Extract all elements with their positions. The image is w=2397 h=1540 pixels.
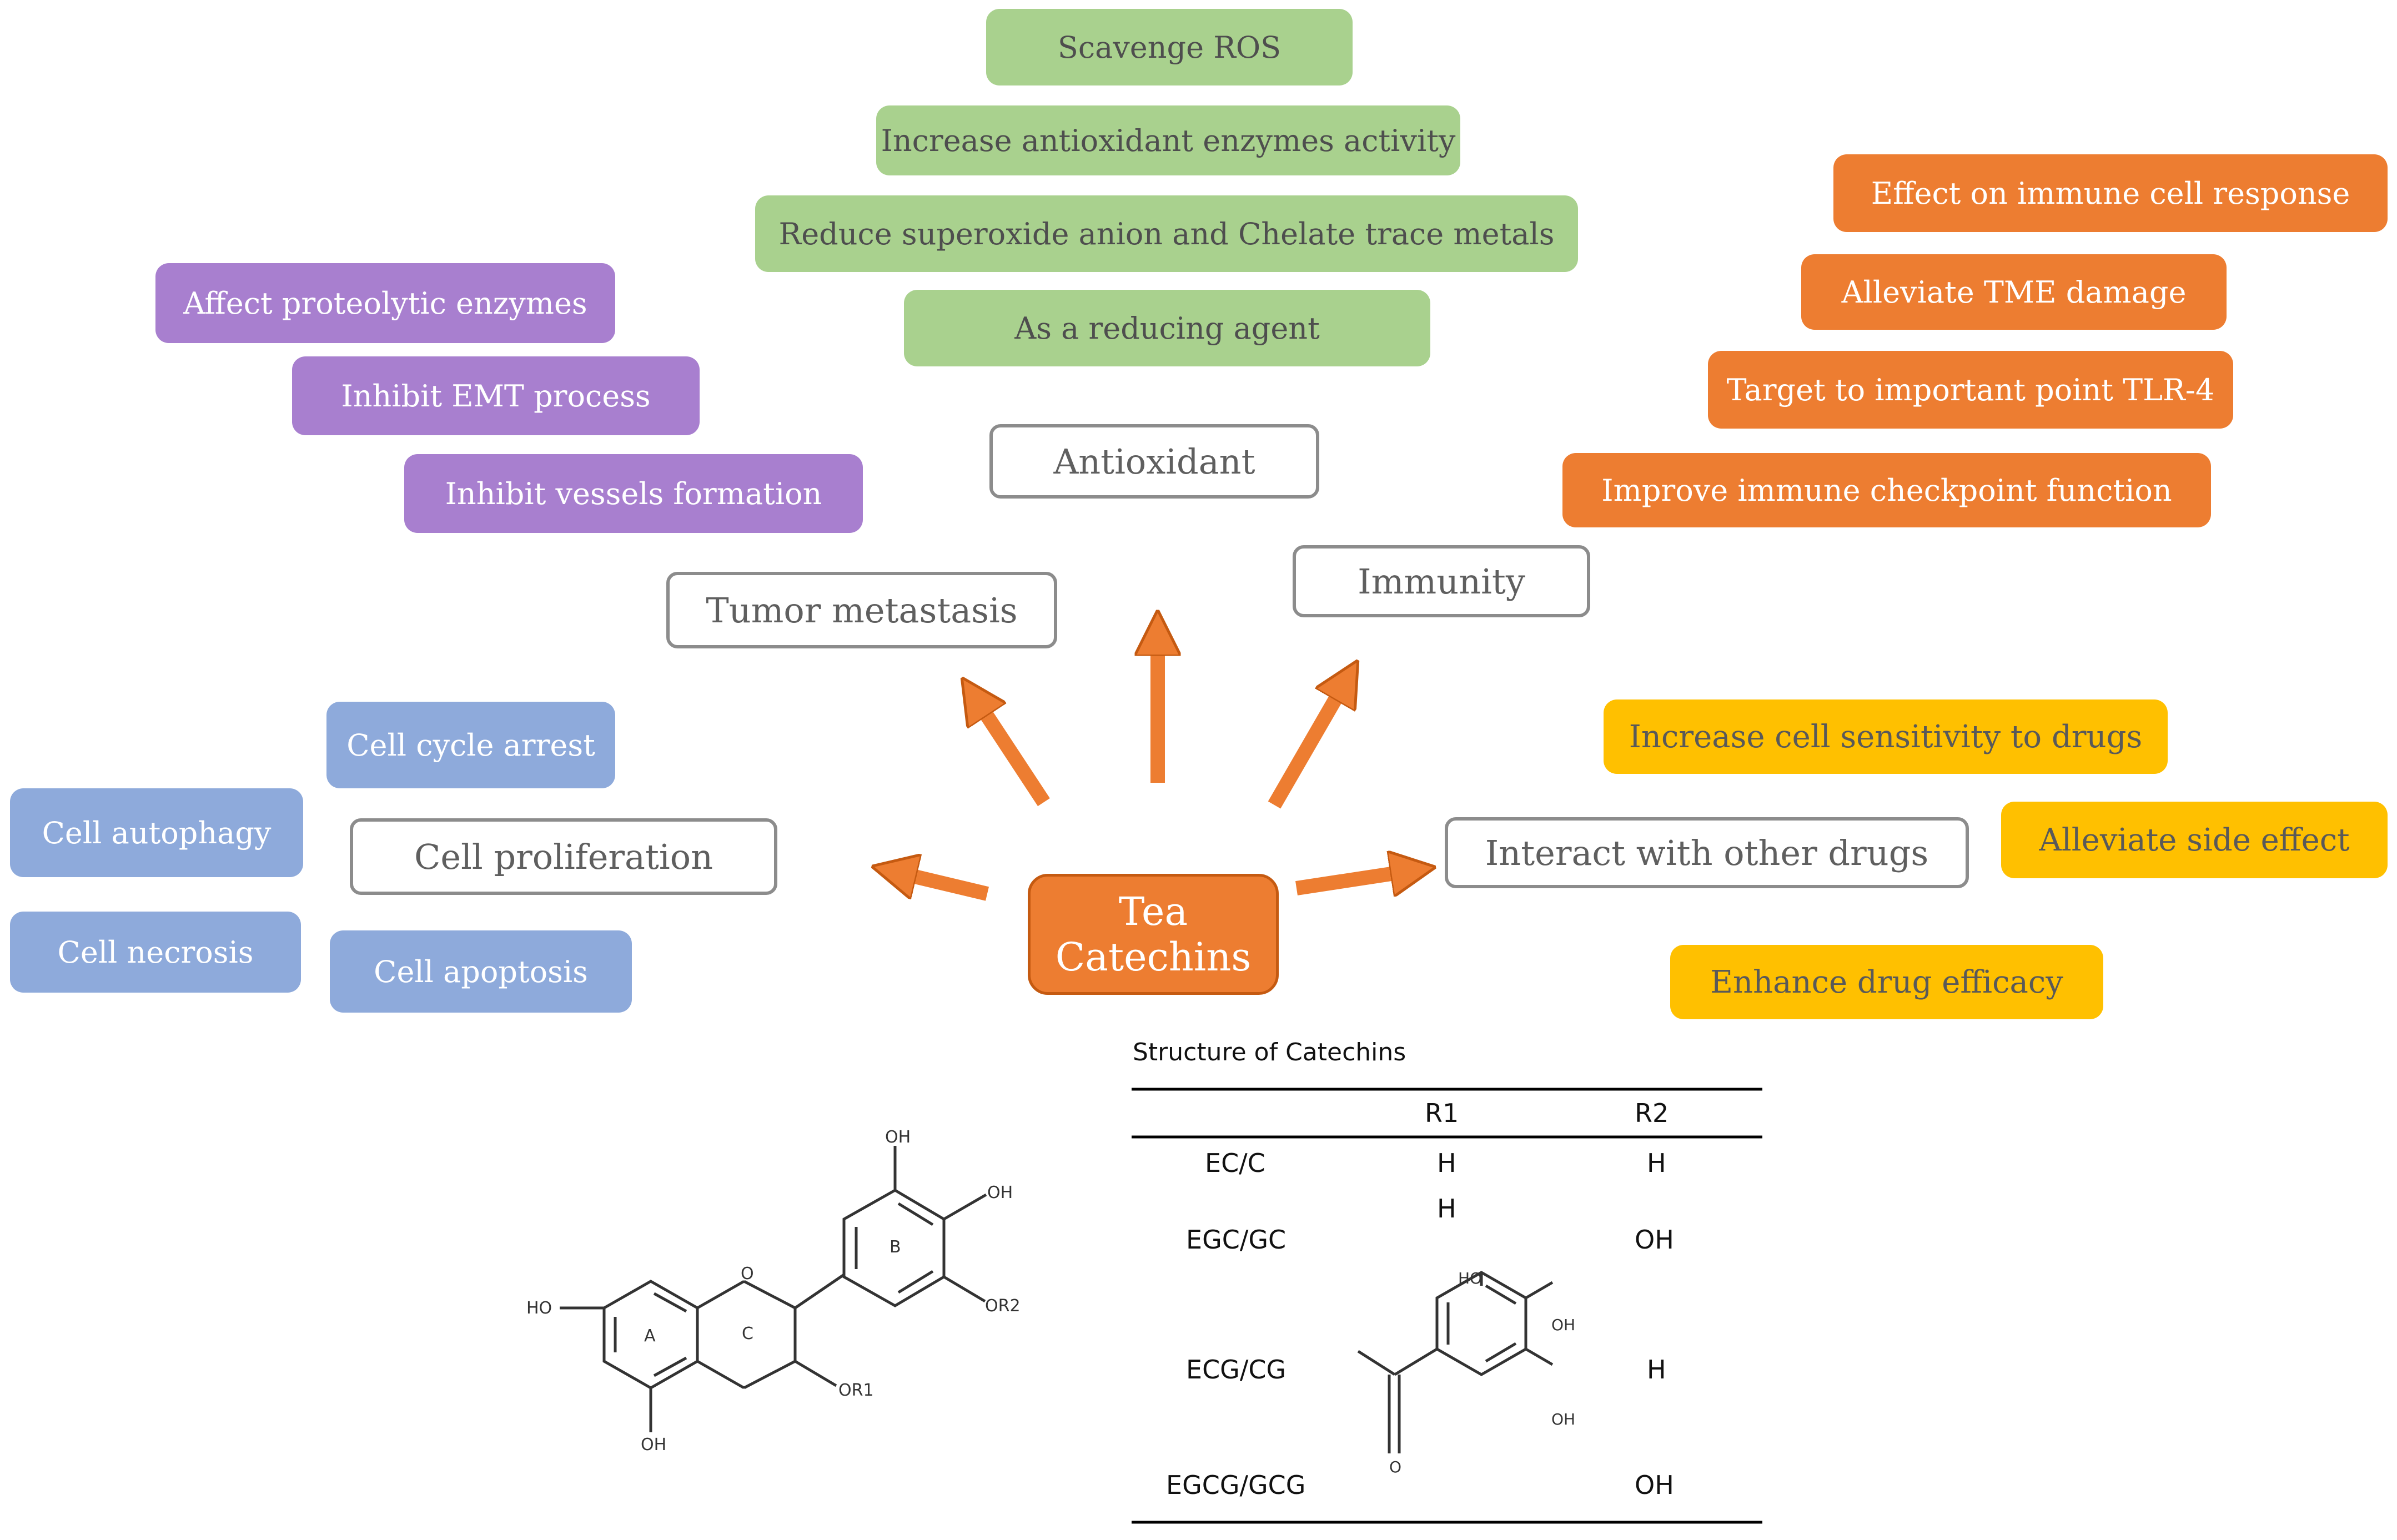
catechin-structure-labels: OH OH OR2 HO O OR1 OH A B C (526, 1128, 1021, 1455)
immunity-effect-1: Effect on immune cell response (1833, 154, 2388, 232)
arrow-to-drugs (1295, 870, 1413, 888)
table-row-r1: H (1437, 1148, 1456, 1178)
table-header-r2: R2 (1635, 1098, 1669, 1128)
svg-text:OH: OH (641, 1435, 666, 1455)
svg-text:OR2: OR2 (985, 1296, 1021, 1316)
antioxidant-effect-1: Scavenge ROS (986, 9, 1353, 85)
svg-text:OH: OH (1551, 1316, 1575, 1334)
antioxidant-effect-4: As a reducing agent (904, 290, 1430, 366)
table-row-name: EC/C (1205, 1148, 1265, 1178)
metastasis-effect-1: Affect proteolytic enzymes (155, 263, 615, 343)
svg-text:C: C (742, 1324, 753, 1343)
table-row-r2: OH (1635, 1470, 1674, 1500)
svg-text:O: O (1389, 1458, 1401, 1476)
immunity-effect-2: Alleviate TME damage (1801, 254, 2227, 330)
drugs-effect-3: Enhance drug efficacy (1670, 945, 2103, 1019)
arrow-to-proliferation (894, 872, 989, 901)
immunity-effect-4: Improve immune checkpoint function (1562, 453, 2211, 527)
structure-title: Structure of Catechins (1133, 1038, 1406, 1066)
center-label-line2: Catechins (1055, 934, 1252, 980)
drugs-effect-1: Increase cell sensitivity to drugs (1604, 699, 2168, 774)
proliferation-effect-4: Cell apoptosis (330, 930, 632, 1013)
category-immunity: Immunity (1293, 545, 1590, 617)
table-row-r1: H (1437, 1194, 1456, 1224)
arrow-to-immunity (1268, 680, 1346, 809)
proliferation-effect-2: Cell autophagy (10, 788, 303, 877)
svg-text:OH: OH (987, 1183, 1013, 1202)
svg-text:OR1: OR1 (838, 1381, 874, 1400)
catechin-structure (560, 1146, 987, 1432)
galloyl-structure (1357, 1271, 1554, 1453)
center-label-line1: Tea (1118, 889, 1188, 934)
svg-text:HO: HO (526, 1299, 552, 1318)
svg-text:B: B (890, 1237, 901, 1257)
table-row-r2: OH (1635, 1225, 1674, 1255)
category-cell-proliferation: Cell proliferation (350, 818, 777, 895)
drugs-effect-2: Alleviate side effect (2001, 802, 2388, 878)
svg-text:A: A (644, 1326, 656, 1346)
category-antioxidant: Antioxidant (989, 424, 1319, 499)
table-row-name: ECG/CG (1186, 1355, 1287, 1385)
table-row-name: EGC/GC (1186, 1225, 1287, 1255)
metastasis-effect-3: Inhibit vessels formation (404, 454, 863, 533)
immunity-effect-3: Target to important point TLR-4 (1708, 351, 2233, 429)
galloyl-structure-labels: HO OH OH O (1389, 1269, 1575, 1476)
category-interact-with-drugs: Interact with other drugs (1445, 817, 1969, 888)
tea-catechins-node: Tea Catechins (1028, 874, 1279, 995)
svg-text:O: O (741, 1264, 754, 1284)
table-row-name: EGCG/GCG (1166, 1470, 1306, 1500)
arrow-to-metastasis (974, 697, 1050, 807)
table-row-r2: H (1647, 1148, 1666, 1178)
category-tumor-metastasis: Tumor metastasis (666, 572, 1057, 648)
svg-text:OH: OH (1551, 1410, 1575, 1428)
proliferation-effect-3: Cell necrosis (10, 912, 301, 993)
metastasis-effect-2: Inhibit EMT process (292, 356, 700, 435)
proliferation-effect-1: Cell cycle arrest (326, 702, 615, 788)
svg-text:HO: HO (1458, 1269, 1482, 1287)
antioxidant-effect-3: Reduce superoxide anion and Chelate trac… (755, 195, 1578, 272)
table-header-r1: R1 (1425, 1098, 1459, 1128)
table-row-r2: H (1647, 1355, 1666, 1385)
svg-text:OH: OH (885, 1128, 911, 1147)
antioxidant-effect-2: Increase antioxidant enzymes activity (876, 105, 1460, 175)
